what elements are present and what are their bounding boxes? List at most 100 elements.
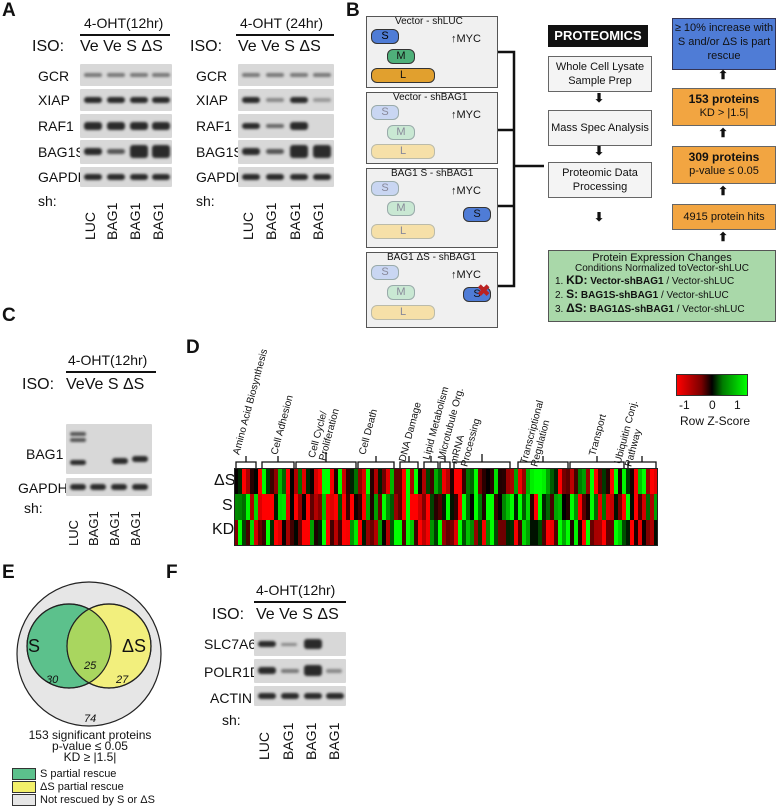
- heatmap-cell: [354, 520, 359, 546]
- e-ds-label: ΔS: [122, 636, 147, 656]
- d-scale-label: Row Z-Score: [680, 414, 751, 428]
- heatmap-cell: [274, 520, 279, 546]
- up-arrow-icon: ⬆: [718, 184, 729, 198]
- e-legend-1: S partial rescue: [12, 768, 155, 781]
- a-blot-gcr-right: [238, 64, 334, 86]
- heatmap-cell: [270, 494, 275, 520]
- heatmap-cell: [434, 520, 439, 546]
- heatmap-cell: [502, 468, 507, 494]
- heatmap-cell: [430, 520, 435, 546]
- f-sh-2: BAG1: [280, 722, 296, 760]
- b-bracket: [498, 50, 544, 288]
- heatmap-cell: [294, 494, 299, 520]
- a-sh-r1: LUC: [240, 211, 256, 240]
- b-construct-4-title: BAG1 ΔS - shBAG1: [387, 252, 476, 263]
- heatmap-cell: [294, 468, 299, 494]
- heatmap-cell: [646, 494, 651, 520]
- heatmap-cell: [374, 520, 379, 546]
- d-tick-neg1: -1: [679, 398, 690, 412]
- heatmap-cell: [378, 520, 383, 546]
- heatmap-cell: [378, 468, 383, 494]
- heatmap-cell: [334, 494, 339, 520]
- c-iso-4: ΔS: [122, 376, 145, 393]
- heatmap-cell: [298, 494, 303, 520]
- heatmap-cell: [610, 468, 615, 494]
- heatmap-cell: [438, 494, 443, 520]
- heatmap-cell: [590, 468, 595, 494]
- e-caption-3: KD ≥ |1.5|: [63, 750, 117, 764]
- heatmap-cell: [458, 468, 463, 494]
- heatmap-cell: [630, 520, 635, 546]
- heatmap-cell: [270, 468, 275, 494]
- heatmap-cell: [438, 468, 443, 494]
- a-iso-r3: S: [284, 38, 295, 55]
- heatmap-cell: [638, 468, 643, 494]
- heatmap-cell: [546, 468, 551, 494]
- heatmap-cell: [626, 468, 631, 494]
- heatmap-cell: [602, 520, 607, 546]
- heatmap-cell: [386, 494, 391, 520]
- heatmap-cell: [638, 520, 643, 546]
- b-pill-s-4-exog: S: [463, 287, 491, 302]
- heatmap-cell: [486, 468, 491, 494]
- heatmap-cell: [574, 520, 579, 546]
- e-legend-swatch-2: [12, 781, 36, 794]
- heatmap-cell: [390, 520, 395, 546]
- heatmap-cell: [346, 468, 351, 494]
- heatmap-cell: [442, 494, 447, 520]
- heatmap-cell: [386, 468, 391, 494]
- heatmap-cell: [290, 494, 295, 520]
- heatmap-cell: [582, 520, 587, 546]
- heatmap-cell: [650, 520, 655, 546]
- heatmap-cell: [238, 468, 243, 494]
- heatmap-cell: [546, 494, 551, 520]
- heatmap-cell: [570, 494, 575, 520]
- panel-label-f: F: [166, 562, 178, 583]
- heatmap-cell: [614, 468, 619, 494]
- heatmap-cell: [598, 468, 603, 494]
- a-iso-label: ISO:: [32, 38, 65, 55]
- b-pill-l-4: L: [371, 305, 435, 320]
- f-row-actin: ACTIN: [210, 690, 252, 706]
- heatmap-cell: [326, 520, 331, 546]
- heatmap-cell: [278, 494, 283, 520]
- heatmap-cell: [342, 494, 347, 520]
- heatmap-cell: [382, 468, 387, 494]
- heatmap-cell: [454, 494, 459, 520]
- heatmap-cell: [586, 494, 591, 520]
- heatmap-cell: [514, 520, 519, 546]
- heatmap-cell: [498, 494, 503, 520]
- heatmap-cell: [274, 468, 279, 494]
- heatmap-cell: [610, 494, 615, 520]
- heatmap-cell: [590, 520, 595, 546]
- heatmap-cell: [522, 494, 527, 520]
- heatmap-cell: [398, 468, 403, 494]
- up-arrow-icon: ⬆: [718, 230, 729, 244]
- a-row-gapdh-r: GAPDH: [196, 169, 246, 185]
- heatmap-cell: [654, 468, 658, 494]
- heatmap-cell: [590, 494, 595, 520]
- b-expr-line-3: 3. ΔS: BAG1ΔS-shBAG1 / Vector-shLUC: [555, 301, 745, 315]
- heatmap-cell: [246, 468, 251, 494]
- a-blot-xiap-right: [238, 89, 334, 111]
- heatmap-cell: [454, 520, 459, 546]
- b-pill-l-2: L: [371, 144, 435, 159]
- a-left-header: 4-OHT(12hr): [84, 15, 164, 31]
- heatmap-cell: [242, 468, 247, 494]
- heatmap-cell: [486, 520, 491, 546]
- heatmap-cell: [478, 468, 483, 494]
- b-orange-2-sub: p-value ≤ 0.05: [689, 165, 759, 177]
- d-color-scale: [676, 374, 748, 396]
- heatmap-cell: [410, 520, 415, 546]
- f-iso-1: Ve: [256, 606, 275, 623]
- heatmap-cell: [474, 468, 479, 494]
- a-sh-r4: BAG1: [310, 202, 326, 240]
- a-iso-l2: Ve: [103, 38, 122, 55]
- heatmap-cell: [318, 468, 323, 494]
- e-n-ds: 27: [116, 674, 129, 686]
- e-n-none: 74: [84, 713, 97, 725]
- heatmap-cell: [630, 468, 635, 494]
- heatmap-cell: [250, 494, 255, 520]
- heatmap-cell: [430, 494, 435, 520]
- d-row-kd: KD: [212, 521, 235, 538]
